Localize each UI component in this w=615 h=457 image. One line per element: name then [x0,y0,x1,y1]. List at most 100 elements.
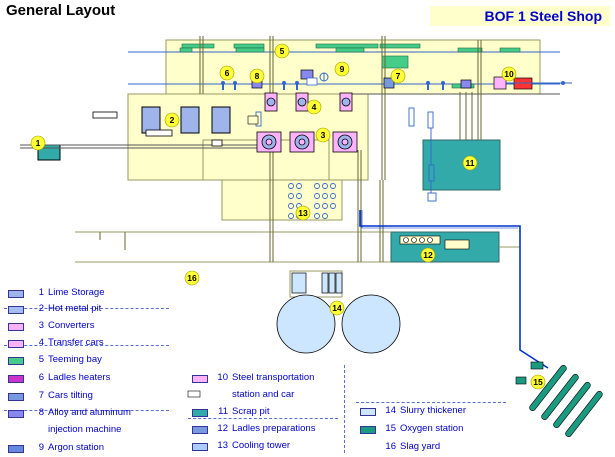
marker-6: 6 [219,65,235,81]
legend-label: Argon station [48,442,104,453]
marker-1: 1 [30,135,46,151]
legend-label: Ladles heaters [48,372,111,383]
marker-label: 5 [280,46,285,56]
marker-11: 11 [462,155,478,171]
legend-number: 7 [38,390,44,401]
legend-swatch [8,290,24,298]
legend-number: 10 [217,372,228,383]
legend-number: 1 [38,287,44,298]
legend-label: Cars tilting [48,390,93,401]
converter-3 [332,131,358,153]
legend-number: 8 [38,407,44,418]
legend-label: Hot metal pit [48,303,102,314]
marker-3: 3 [315,127,331,143]
legend-label: Steel transportation [232,372,315,383]
legend-label: Converters [48,320,95,331]
marker-label: 8 [255,71,260,81]
legend-swatch [8,445,24,453]
legend-swatch [8,323,24,331]
legend-number: 15 [385,423,396,434]
marker-label: 12 [423,250,433,260]
marker-label: 10 [504,69,514,79]
legend-label: Oxygen station [400,423,464,434]
hot-metal-pit-block [141,106,161,134]
legend-swatch [8,357,24,365]
legend-label: Teeming bay [48,354,102,365]
cars-tilting-block [383,77,395,89]
marker-14: 14 [329,300,345,316]
marker-label: 3 [321,130,326,140]
marker-label: 6 [225,68,230,78]
marker-label: 15 [533,377,543,387]
legend-swatch [192,443,208,451]
legend-swatch [8,340,24,348]
marker-10: 10 [501,66,517,82]
legend-number: 6 [38,372,44,383]
page-title: General Layout [6,2,116,19]
oxygen-station-tanks [515,361,603,438]
marker-label: 9 [340,64,345,74]
transfer-cars [264,92,353,112]
legend-number: 9 [38,442,44,453]
slurry-tank-1 [291,272,307,294]
shop-title: BOF 1 Steel Shop [484,8,602,24]
legend-label: Alloy and aluminum [48,407,131,418]
legend-swatch [192,375,208,383]
legend-swatch [8,306,24,314]
thickener-circle-1 [276,294,336,354]
legend-label: Slurry thickener [400,405,466,416]
legend-label: Scrap pit [232,406,270,417]
legend-swatch [8,375,24,383]
legend-label: Ladles preparations [232,423,316,434]
marker-label: 11 [466,158,475,168]
legend-label: Lime Storage [48,287,105,298]
legend-label: Transfer cars [48,337,104,348]
marker-4: 4 [306,99,322,115]
scrap-pit-building [422,139,501,191]
marker-label: 7 [396,71,401,81]
marker-label: 16 [187,273,197,283]
legend-swatch [192,426,208,434]
legend-swatch [8,410,24,418]
legend-label: Cooling tower [232,440,291,451]
marker-15: 15 [530,374,546,390]
marker-label: 14 [332,303,342,313]
marker-label: 1 [36,138,41,148]
legend-number: 12 [217,423,228,434]
legend-number: 13 [217,440,228,451]
marker-9: 9 [334,61,350,77]
oxygen-pipeline [359,210,549,369]
marker-label: 2 [170,115,175,125]
legend-swatch [8,393,24,401]
ladle-prep-equipment [399,235,470,250]
marker-5: 5 [274,43,290,59]
legend-number: 14 [385,405,396,416]
cooling-yard [221,179,343,221]
converter-1 [256,131,282,153]
legend-swatch [360,408,376,416]
marker-12: 12 [420,247,436,263]
marker-label: 13 [298,208,308,218]
legend-number: 11 [218,406,228,417]
legend-swatch [192,409,208,417]
legend-number: 5 [38,354,44,365]
marker-13: 13 [295,205,311,221]
legend-label-cont: injection machine [48,424,122,435]
legend-label: Slag yard [400,441,441,452]
marker-7: 7 [390,68,406,84]
converter-2 [289,131,315,153]
marker-label: 4 [312,102,317,112]
legend-number: 3 [38,320,44,331]
ladle-heaters [221,81,445,90]
marker-2: 2 [164,112,180,128]
legend-swatch [360,426,376,434]
legend-number: 4 [38,337,44,348]
marker-8: 8 [249,68,265,84]
legend-label-cont: station and car [232,389,295,400]
shop-banner: BOF 1 Steel Shop [430,6,610,26]
legend-number: 2 [38,303,44,314]
marker-16: 16 [184,270,200,286]
legend-number: 16 [385,441,396,452]
